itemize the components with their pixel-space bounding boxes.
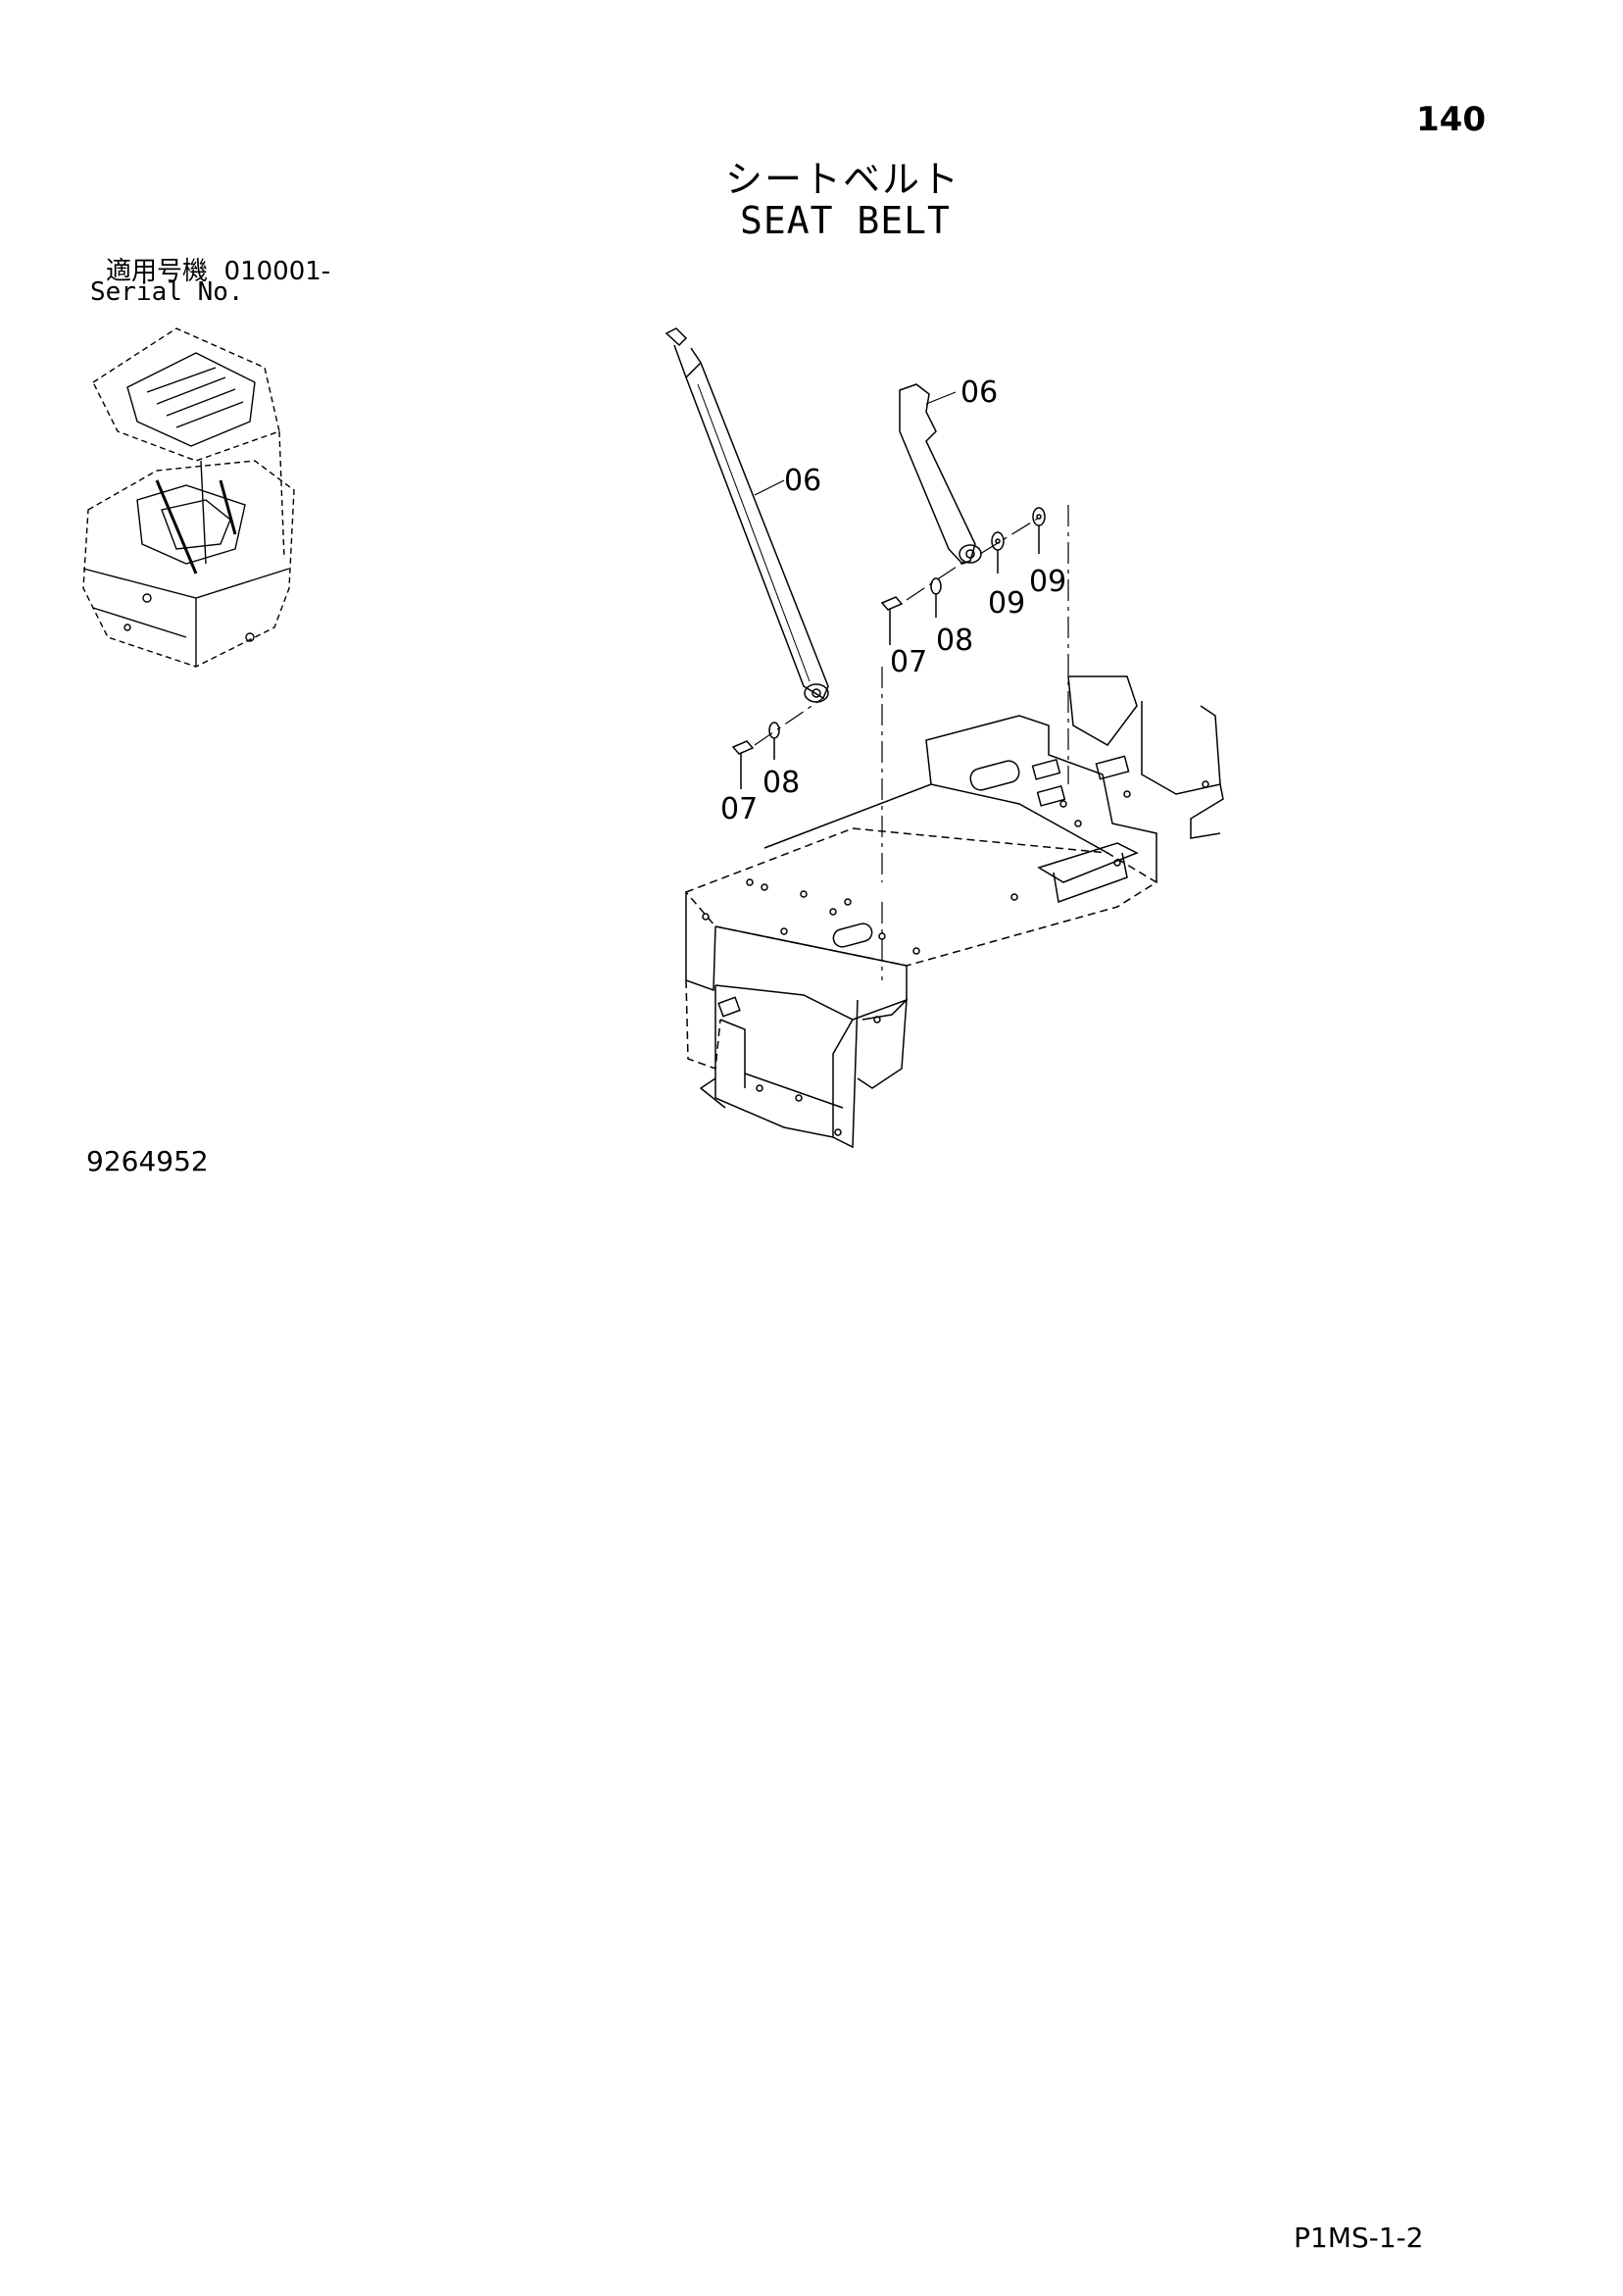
serial-value: 010001- [223, 257, 331, 286]
footer-code: P1MS-1-2 [1294, 2221, 1424, 2254]
callout-07-left: 07 [720, 792, 758, 826]
callout-09-a: 09 [988, 586, 1025, 621]
bolt-07-right [880, 596, 904, 645]
callout-08-left: 08 [762, 766, 800, 800]
callout-06-left: 06 [784, 464, 821, 498]
leader-lines [754, 391, 957, 496]
serial-label-jp-text: 適用号機 [106, 257, 209, 286]
seat-belt-left-long [664, 327, 829, 703]
bolt-07-left [731, 740, 755, 789]
callout-08-right: 08 [936, 624, 973, 658]
washer-08-right [930, 577, 942, 618]
title-japanese: シートベルト [725, 158, 961, 201]
seat-belt-right-short [899, 383, 982, 565]
washer-08-left [768, 722, 780, 760]
drawing-number: 9264952 [86, 1145, 209, 1177]
seat-frame [684, 675, 1224, 1149]
washer-09-a [991, 531, 1005, 574]
centerlines [754, 505, 1069, 980]
callout-06-right: 06 [960, 375, 998, 410]
callout-07-right: 07 [890, 645, 927, 679]
serial-label-jp: 適用号機 010001- [106, 251, 330, 287]
page-number: 140 [1416, 100, 1486, 139]
serial-label-en: Serial No. [90, 277, 244, 307]
title-english: SEAT BELT [740, 199, 951, 242]
callout-09-b: 09 [1029, 565, 1066, 599]
callout-labels: 06 06 07 08 07 08 09 09 [720, 375, 1066, 826]
washer-09-b [1032, 507, 1046, 554]
frame-holes [702, 780, 1209, 1136]
